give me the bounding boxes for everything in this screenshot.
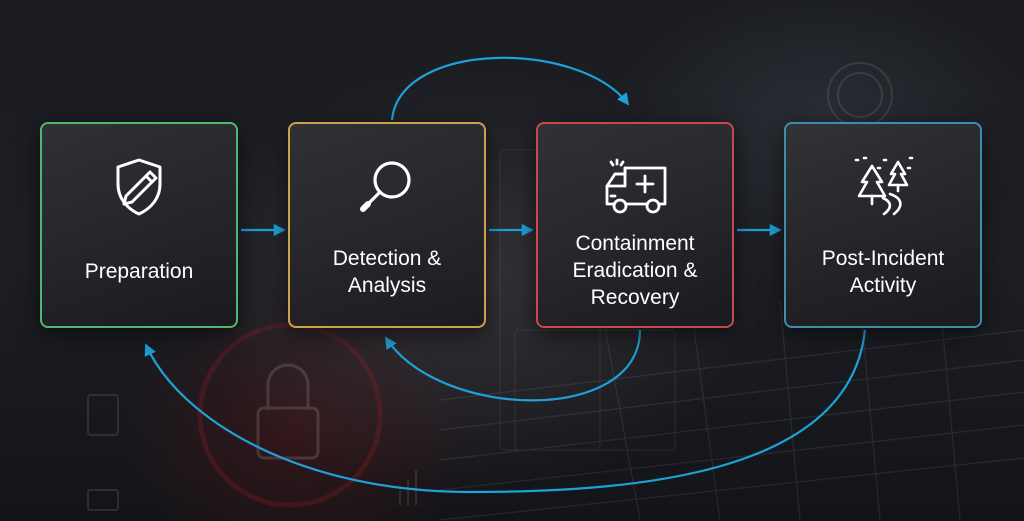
phase-card-post-incident: Post-Incident Activity	[784, 122, 982, 328]
phase-card-containment: Containment Eradication & Recovery	[536, 122, 734, 328]
phase-label-detection-analysis: Detection & Analysis	[332, 247, 442, 297]
phase-label-preparation: Preparation	[84, 260, 194, 283]
phase-card-preparation: Preparation	[40, 122, 238, 328]
phase-label-post-incident: Post-Incident Activity	[821, 247, 945, 297]
trees-road-icon	[854, 156, 914, 216]
arrow-post-incident-back-to-preparation	[144, 329, 867, 494]
arrow-containment-back-to-detection	[384, 329, 642, 402]
arrow-detection-loop-to-containment	[390, 56, 630, 121]
shield-pen-icon	[116, 158, 162, 216]
ambulance-icon	[605, 158, 667, 214]
phase-card-detection-analysis: Detection & Analysis	[288, 122, 486, 328]
magnifier-icon	[360, 161, 411, 212]
phase-label-containment: Containment Eradication & Recovery	[572, 232, 698, 309]
